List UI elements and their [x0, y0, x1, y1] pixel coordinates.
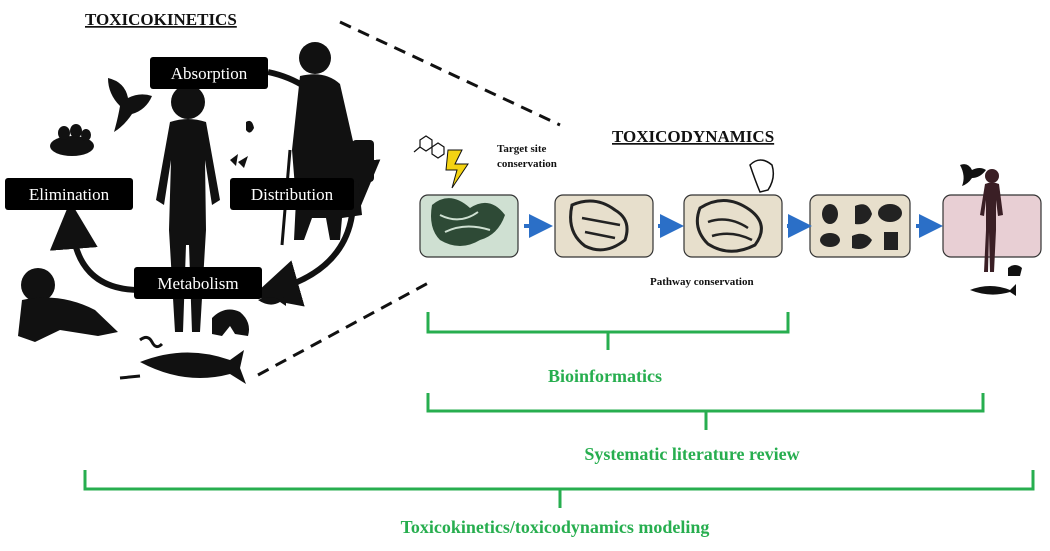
- lightning-icon: [445, 149, 469, 189]
- target-protein-panel: [419, 194, 519, 258]
- svg-text:Elimination: Elimination: [29, 185, 110, 204]
- worm-icon: [139, 335, 164, 349]
- zoom-line-bottom: [257, 280, 431, 377]
- fish-icon: [970, 284, 1016, 296]
- small-fish-icon: [258, 296, 286, 306]
- worm-icon: [119, 374, 141, 380]
- bioinformatics-bracket: [426, 312, 790, 350]
- frog-icon: [212, 309, 249, 336]
- absorption-label: Absorption: [150, 57, 268, 89]
- bird-icon: [960, 164, 986, 186]
- bioinformatics-label: Bioinformatics: [548, 366, 662, 386]
- svg-text:Distribution: Distribution: [251, 185, 334, 204]
- organs-panel: [809, 194, 911, 258]
- pathway-conservation-label: Pathway conservation: [650, 276, 754, 288]
- toxicodynamics-title: TOXICODYNAMICS: [612, 127, 774, 146]
- literature-review-bracket: [426, 393, 985, 430]
- elderly-person-silhouette-icon: [280, 42, 374, 246]
- protein-structure-panel: [554, 194, 654, 258]
- target-site-label-line1: Target site: [497, 143, 547, 155]
- toxicokinetics-title: TOXICOKINETICS: [85, 10, 237, 29]
- svg-text:Metabolism: Metabolism: [157, 274, 238, 293]
- butterfly-icon: [230, 120, 254, 168]
- large-fish-icon: [140, 350, 246, 384]
- literature-review-label: Systematic literature review: [584, 444, 799, 464]
- zoom-line-top: [339, 20, 561, 127]
- pathway-protein-panel: [683, 194, 783, 258]
- target-site-label-line2: conservation: [497, 158, 557, 170]
- nest-icon: [50, 124, 94, 156]
- metabolism-label: Metabolism: [134, 267, 262, 299]
- modeling-bracket: [83, 470, 1035, 508]
- distribution-label: Distribution: [230, 178, 354, 210]
- molecule-icon: [413, 135, 445, 159]
- modeling-label: Toxicokinetics/toxicodynamics modeling: [401, 517, 710, 537]
- organism-panel: [942, 169, 1042, 272]
- bird-outline-icon: [749, 159, 775, 193]
- bird-icon: [108, 78, 152, 132]
- elimination-label: Elimination: [5, 178, 133, 210]
- svg-text:Absorption: Absorption: [171, 64, 248, 83]
- frog-icon: [1008, 265, 1022, 276]
- baby-silhouette-icon: [18, 268, 118, 342]
